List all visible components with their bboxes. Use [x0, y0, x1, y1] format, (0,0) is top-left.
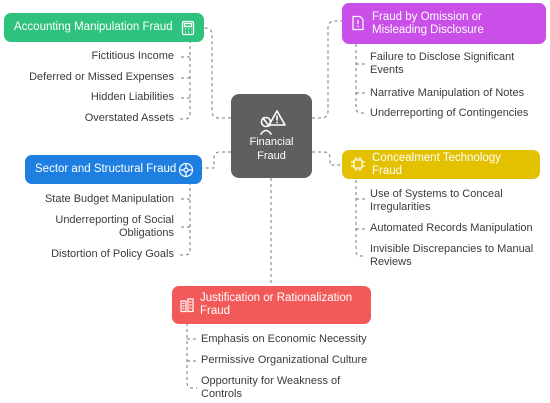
branch-accounting-title: Accounting Manipulation Fraud	[14, 21, 173, 33]
branch-omission-title: Fraud by Omission or Misleading Disclosu…	[372, 10, 484, 36]
sector-item: Distortion of Policy Goals	[51, 248, 174, 260]
center-node: Financial Fraud	[231, 94, 312, 178]
network-icon	[178, 162, 194, 177]
link-center-sector	[202, 151, 231, 169]
accounting-item: Fictitious Income	[91, 50, 174, 62]
justification-icon	[180, 298, 194, 313]
link-center-concealment	[312, 151, 342, 166]
branch-justification-title: Justification or Rationalization Fraud	[200, 292, 353, 317]
link-center-omission	[312, 20, 342, 119]
concealment-item: Invisible Discrepancies to Manual Review…	[370, 243, 534, 268]
omission-item: Underreporting of Contingencies	[370, 107, 529, 119]
justification-item: Permissive Organizational Culture	[201, 354, 368, 366]
branch-concealment-title: Concealment Technology Fraud	[372, 151, 501, 177]
center-label-line2: Fraud	[257, 150, 286, 162]
document-warning-icon	[352, 15, 364, 31]
concealment-item: Automated Records Manipulation	[370, 222, 533, 234]
link-center-accounting	[204, 27, 231, 119]
accounting-item: Overstated Assets	[84, 112, 174, 124]
center-label: Financial Fraud	[249, 135, 293, 163]
branch-accounting-header: Accounting Manipulation Fraud	[4, 13, 204, 42]
calculator-icon	[181, 20, 195, 35]
branch-sector-header: Sector and Structural Fraud	[25, 155, 202, 184]
circuit-icon	[351, 157, 365, 171]
branch-justification-header: Justification or Rationalization Fraud	[172, 286, 371, 324]
branch-sector-title: Sector and Structural Fraud	[35, 163, 177, 175]
accounting-item: Hidden Liabilities	[90, 91, 174, 103]
omission-item: Narrative Manipulation of Notes	[370, 87, 525, 99]
branch-concealment-header: Concealment Technology Fraud	[342, 150, 540, 179]
justification-item: Opportunity for Weakness of Controls	[201, 375, 341, 400]
center-label-line1: Financial	[249, 136, 294, 148]
omission-item: Failure to Disclose Significant Events	[370, 51, 515, 76]
accounting-item: Deferred or Missed Expenses	[29, 71, 174, 83]
sector-item: State Budget Manipulation	[44, 193, 174, 205]
fraud-alert-icon	[259, 110, 286, 135]
justification-item: Emphasis on Economic Necessity	[201, 333, 367, 345]
concealment-item: Use of Systems to Conceal Irregularities	[370, 188, 503, 213]
sector-item: Underreporting of Social Obligations	[55, 214, 174, 239]
branch-omission-header: Fraud by Omission or Misleading Disclosu…	[342, 3, 546, 44]
